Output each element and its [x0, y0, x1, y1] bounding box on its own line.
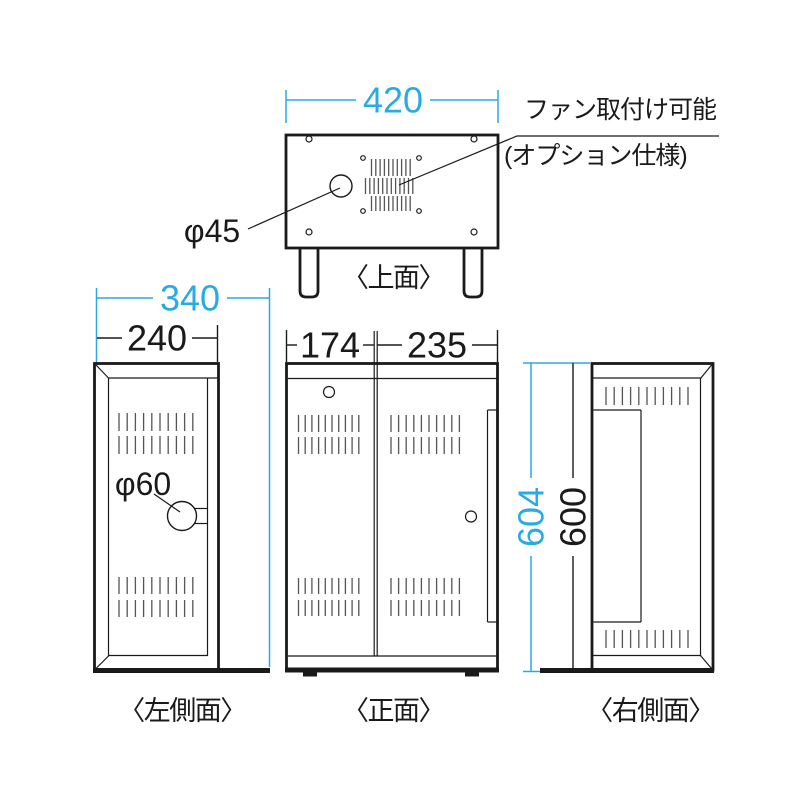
left-view-label: 〈左側面〉 [118, 696, 246, 726]
dim-604: 604 [511, 362, 590, 673]
right-view-label: 〈右側面〉 [586, 696, 714, 726]
screw-holes [305, 135, 478, 236]
vent-row [390, 437, 461, 454]
side-recess-panel [593, 409, 642, 623]
fan-note-line1: ファン取付け可能 [524, 96, 717, 124]
dim-604-label: 604 [511, 487, 552, 547]
dim-600-label: 600 [553, 487, 594, 547]
phi60-hole [166, 500, 198, 532]
grille-row [364, 178, 414, 194]
vent-row [390, 600, 461, 616]
vent-row [297, 437, 360, 454]
left-side-view: 340 240 φ60 [93, 278, 271, 726]
phi45-leader-line [247, 187, 341, 230]
vent-row [297, 415, 360, 432]
left-door-hole [322, 385, 336, 399]
vent-row [390, 578, 461, 594]
front-view: 174 235 [285, 325, 499, 726]
door-lock-hole [464, 510, 478, 523]
dim-174-label: 174 [300, 325, 360, 366]
grille-row [370, 196, 411, 211]
fan-note-leader-line [398, 135, 719, 186]
vent-row [605, 387, 689, 405]
right-view-frame [592, 364, 712, 669]
dim-235: 235 [377, 325, 499, 366]
vent-row [118, 600, 194, 617]
dim-240-label: 240 [127, 318, 187, 359]
dim-235-label: 235 [407, 325, 467, 366]
front-foot-left [303, 671, 317, 677]
vent-row [118, 413, 194, 431]
phi45-hole [329, 174, 353, 198]
right-view-outline [590, 362, 715, 672]
vent-row [390, 415, 461, 432]
front-foot-right [465, 671, 479, 677]
grille-row [370, 159, 411, 176]
dim-174: 174 [285, 325, 374, 366]
top-view-outline [284, 133, 500, 250]
dim-420: 420 [285, 80, 499, 123]
vent-row [118, 577, 194, 594]
dim-340-label: 340 [160, 278, 220, 319]
dim-420-label: 420 [363, 80, 423, 121]
top-view-label: 〈上面〉 [342, 263, 444, 293]
dim-340: 340 [95, 278, 271, 667]
dim-240: 240 [97, 318, 219, 362]
top-view-leg-left [298, 248, 320, 299]
top-view: 420 φ45 ファン取付け可能 (オプション仕様) [184, 80, 719, 299]
phi60-leader-line [153, 493, 181, 513]
grille-screw-holes [360, 155, 422, 214]
phi60-label: φ60 [115, 466, 171, 502]
door-split [373, 331, 378, 656]
vent-row [297, 600, 360, 616]
phi45-label: φ45 [184, 213, 240, 249]
vent-row [605, 630, 689, 648]
top-view-leg-right [462, 248, 484, 299]
front-view-outline [285, 362, 499, 672]
right-side-view: 604 600 〈右側面〉 [511, 362, 715, 726]
phi60-hole-notch [194, 507, 208, 525]
dim-600: 600 [553, 363, 594, 668]
front-view-label: 〈正面〉 [342, 696, 444, 726]
right-edge-strip [486, 409, 497, 623]
left-view-frame [95, 364, 218, 669]
fan-grille [360, 155, 422, 214]
fan-note-line2: (オプション仕様) [504, 142, 687, 170]
left-view-outline [93, 362, 220, 672]
vent-row [118, 436, 194, 454]
vent-row [297, 578, 360, 594]
